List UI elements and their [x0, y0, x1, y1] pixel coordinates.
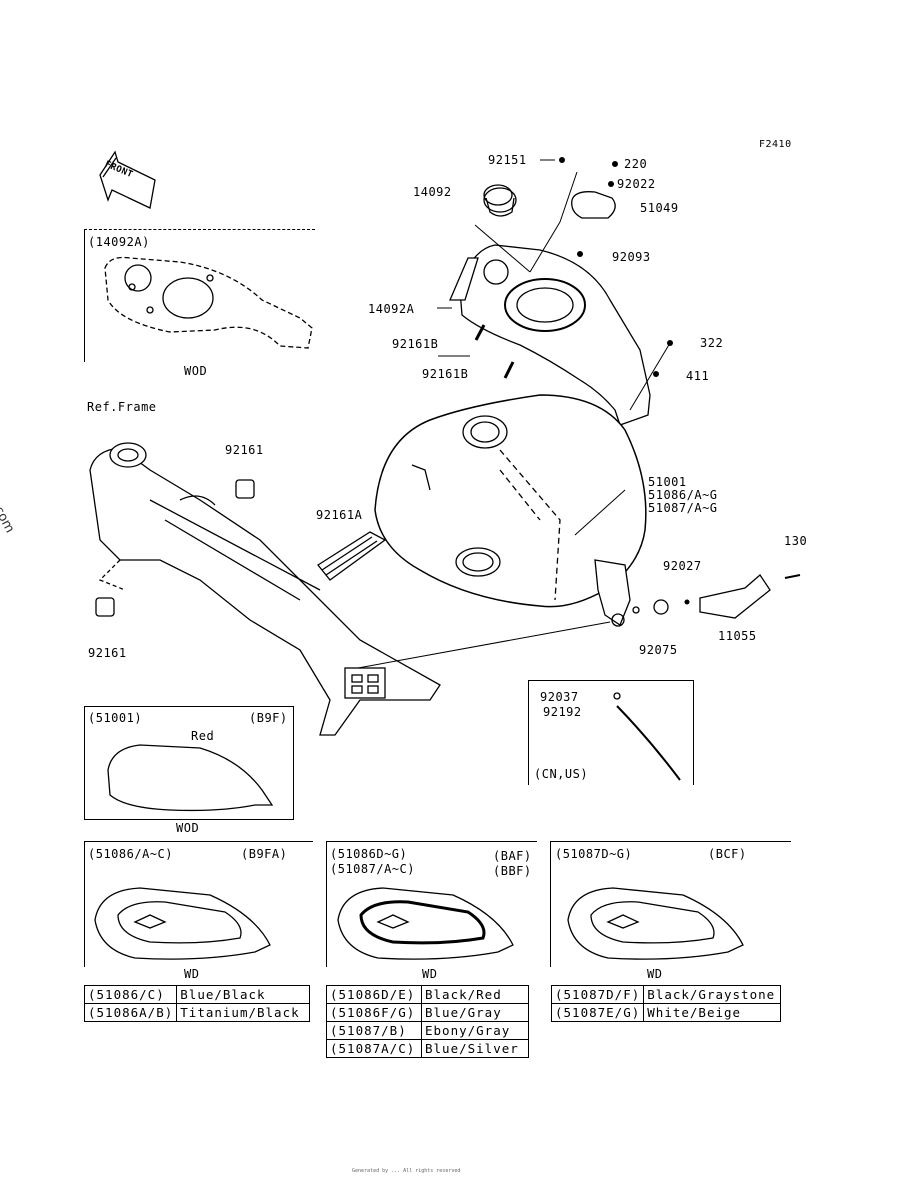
table-row: (51087/B) Ebony/Gray	[326, 1021, 529, 1040]
table-cell-part: (51086D/E)	[326, 985, 422, 1004]
part-label-92151[interactable]: 92151	[488, 153, 527, 167]
table-row: (51086D/E) Black/Red	[326, 985, 529, 1004]
table-row: (51087A/C) Blue/Silver	[326, 1039, 529, 1058]
inset-51001-color: Red	[191, 729, 215, 743]
part-label-322[interactable]: 322	[700, 336, 724, 350]
rubber-92161-bottom-drawing	[95, 597, 115, 617]
part-label-92161a[interactable]: 92161A	[316, 508, 363, 522]
part-label-220[interactable]: 220	[624, 157, 648, 171]
tank-51087d-drawing	[567, 887, 744, 960]
table-row: (51086/C) Blue/Black	[83, 985, 311, 1004]
table-cell-part: (51087A/C)	[326, 1039, 422, 1058]
dash-cover-14092a-drawing	[449, 244, 651, 426]
figure-code: F2410	[759, 139, 792, 150]
table-row: (51087E/G) White/Beige	[550, 1003, 782, 1022]
part-label-411[interactable]: 411	[686, 369, 710, 383]
part-label-92192[interactable]: 92192	[543, 705, 582, 719]
part-label-92037[interactable]: 92037	[540, 690, 579, 704]
tank-51001-drawing	[107, 744, 274, 812]
inset-51086d-footer: WD	[422, 967, 438, 981]
inset-51086d-code1: (BAF)	[493, 849, 532, 863]
table-cell-part: (51087E/G)	[550, 1003, 645, 1022]
inset-51086-footer: WD	[184, 967, 200, 981]
fuel-cap-14092-drawing	[483, 184, 517, 217]
part-label-11055[interactable]: 11055	[718, 629, 757, 643]
table-cell-part: (51086A/B)	[83, 1003, 178, 1022]
inset-14092a-frame	[84, 229, 315, 362]
inset-51086d-header1: (51086D~G)	[330, 847, 408, 861]
inset-51001-footer: WOD	[176, 821, 200, 835]
inset-51086-header: (51086/A~C)	[88, 847, 173, 861]
inset-51086-code: (B9FA)	[241, 847, 288, 861]
part-label-92161b-1[interactable]: 92161B	[392, 337, 439, 351]
tank-51086d-drawing	[337, 887, 514, 960]
emblem-51049-drawing	[571, 191, 616, 219]
collar-92075-drawing	[653, 599, 669, 615]
inset-51086d-code2: (BBF)	[493, 864, 532, 878]
part-label-92022[interactable]: 92022	[617, 177, 656, 191]
part-label-92161-top[interactable]: 92161	[225, 443, 264, 457]
rubber-92161a-drawing	[317, 531, 387, 581]
part-label-51087[interactable]: 51087/A~G	[648, 501, 718, 515]
inset-51087d-frame	[550, 841, 791, 967]
inset-14092a-cover-drawing	[104, 256, 313, 349]
table-cell-color: Ebony/Gray	[421, 1021, 529, 1040]
table-cell-color: White/Beige	[643, 1003, 782, 1022]
inset-51086d-frame	[326, 841, 537, 967]
inset-cnus-note: (CN,US)	[534, 767, 589, 781]
footer-copyright: Generated by ... All rights reserved	[352, 1168, 461, 1174]
hose-92192-drawing	[616, 705, 681, 781]
part-label-14092a[interactable]: 14092A	[368, 302, 415, 316]
color-table-51086d: (51086D/E) Black/Red (51086F/G) Blue/Gra…	[326, 985, 529, 1058]
color-table-51087d: (51087D/F) Black/Graystone (51087E/G) Wh…	[550, 985, 782, 1022]
table-cell-color: Black/Red	[421, 985, 529, 1004]
table-row: (51087D/F) Black/Graystone	[550, 985, 782, 1004]
part-label-51001[interactable]: 51001	[648, 475, 687, 489]
table-cell-color: Blue/Silver	[421, 1039, 529, 1058]
inset-51001-header: (51001)	[88, 711, 143, 725]
part-label-51086[interactable]: 51086/A~G	[648, 488, 718, 502]
inset-51001-code: (B9F)	[249, 711, 288, 725]
table-cell-color: Black/Graystone	[643, 985, 782, 1004]
color-table-51086: (51086/C) Blue/Black (51086A/B) Titanium…	[83, 985, 311, 1022]
table-cell-color: Blue/Black	[176, 985, 311, 1004]
table-cell-part: (51087D/F)	[550, 985, 645, 1004]
table-cell-part: (51087/B)	[326, 1021, 422, 1040]
frame-drawing	[89, 442, 441, 736]
inset-14092a-footer: WOD	[184, 364, 208, 378]
inset-51086d-header2: (51087/A~C)	[330, 862, 415, 876]
part-label-92093[interactable]: 92093	[612, 250, 651, 264]
inset-51086-frame	[84, 841, 313, 967]
part-label-92027[interactable]: 92027	[663, 559, 702, 573]
part-label-130[interactable]: 130	[784, 534, 808, 548]
part-label-51049[interactable]: 51049	[640, 201, 679, 215]
inset-cnus-frame	[528, 680, 694, 785]
rubber-92161-top-drawing	[235, 479, 255, 499]
tank-51086-drawing	[94, 887, 271, 960]
front-arrow-icon	[99, 150, 156, 209]
inset-51087d-header: (51087D~G)	[555, 847, 633, 861]
table-row: (51086A/B) Titanium/Black	[83, 1003, 311, 1022]
table-cell-part: (51086F/G)	[326, 1003, 422, 1022]
part-label-92161-bottom[interactable]: 92161	[88, 646, 127, 660]
table-cell-color: Titanium/Black	[176, 1003, 311, 1022]
inset-51001-box	[84, 706, 294, 820]
ref-frame-label: Ref.Frame	[87, 400, 157, 414]
bracket-11055-drawing	[699, 574, 771, 619]
fuel-tank-drawing	[374, 394, 647, 627]
part-label-92075[interactable]: 92075	[639, 643, 678, 657]
part-label-14092[interactable]: 14092	[413, 185, 452, 199]
inset-51087d-code: (BCF)	[708, 847, 747, 861]
inset-51087d-footer: WD	[647, 967, 663, 981]
table-cell-color: Blue/Gray	[421, 1003, 529, 1022]
table-cell-part: (51086/C)	[83, 985, 178, 1004]
table-row: (51086F/G) Blue/Gray	[326, 1003, 529, 1022]
part-label-92161b-2[interactable]: 92161B	[422, 367, 469, 381]
inset-14092a-header: (14092A)	[88, 235, 150, 249]
